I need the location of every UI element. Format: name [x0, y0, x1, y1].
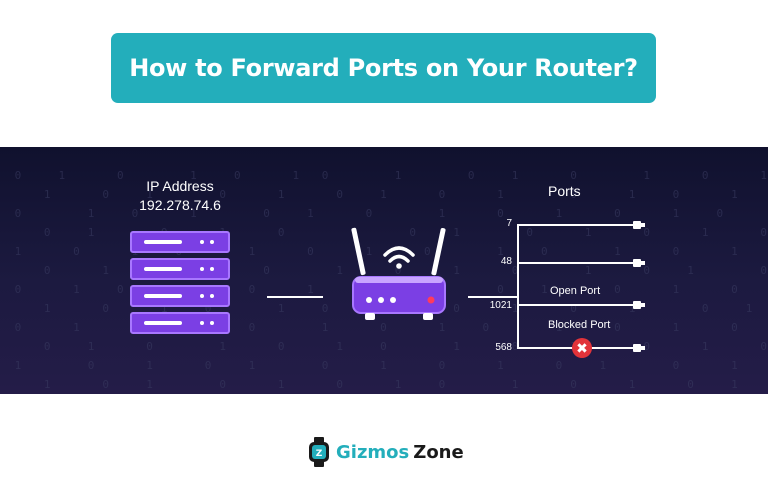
server-unit: [130, 312, 230, 334]
server-light: [200, 321, 204, 325]
port-number: 568: [495, 342, 512, 353]
port-plug-icon: [633, 344, 645, 352]
blocked-port-caption: Blocked Port: [548, 319, 611, 331]
port-forwarding-diagram: 0 1 0 1 0 1 0 1 0 1 0 1 0 1 0 1 0 1 0 1 …: [0, 147, 768, 394]
port-number: 1021: [489, 300, 512, 311]
server-unit: [130, 231, 230, 253]
svg-text:Z: Z: [316, 449, 323, 459]
server-unit: [130, 285, 230, 307]
server-unit: [130, 258, 230, 280]
server-light: [210, 294, 214, 298]
ip-label-title: IP Address: [146, 178, 214, 194]
server-slot: [144, 240, 182, 244]
blocked-x-icon: ✖: [572, 338, 592, 358]
server-light: [200, 294, 204, 298]
server-light: [210, 321, 214, 325]
title-banner: How to Forward Ports on Your Router?: [111, 33, 656, 103]
smartwatch-icon: Z: [309, 437, 329, 467]
port-plug-icon: [633, 221, 645, 229]
page-title: How to Forward Ports on Your Router?: [129, 54, 638, 82]
router-ports-link: [468, 296, 518, 298]
port-plug-icon: [633, 259, 645, 267]
server-slot: [144, 294, 182, 298]
server-slot: [144, 267, 182, 271]
server-router-link: [267, 296, 323, 298]
ports-title: Ports: [548, 183, 581, 199]
port-plug-icon: [633, 301, 645, 309]
port-number: 48: [500, 256, 512, 267]
wifi-router-icon: [351, 227, 446, 320]
gizmos-zone-logo: Z Gizmos Zone: [308, 437, 464, 467]
port-line: [517, 224, 635, 226]
logo-text-zone: Zone: [413, 441, 464, 463]
server-light: [200, 240, 204, 244]
server-light: [200, 267, 204, 271]
port-line: [517, 262, 635, 264]
ip-label-value: 192.278.74.6: [139, 197, 221, 213]
server-light: [210, 267, 214, 271]
port-line: [517, 304, 635, 306]
ports-trunk-line: [517, 225, 519, 349]
port-number: 7: [506, 218, 512, 229]
server-light: [210, 240, 214, 244]
logo-text-gizmos: Gizmos: [336, 441, 410, 463]
ip-address-label: IP Address 192.278.74.6: [100, 177, 260, 215]
open-port-caption: Open Port: [550, 285, 601, 297]
server-slot: [144, 321, 182, 325]
